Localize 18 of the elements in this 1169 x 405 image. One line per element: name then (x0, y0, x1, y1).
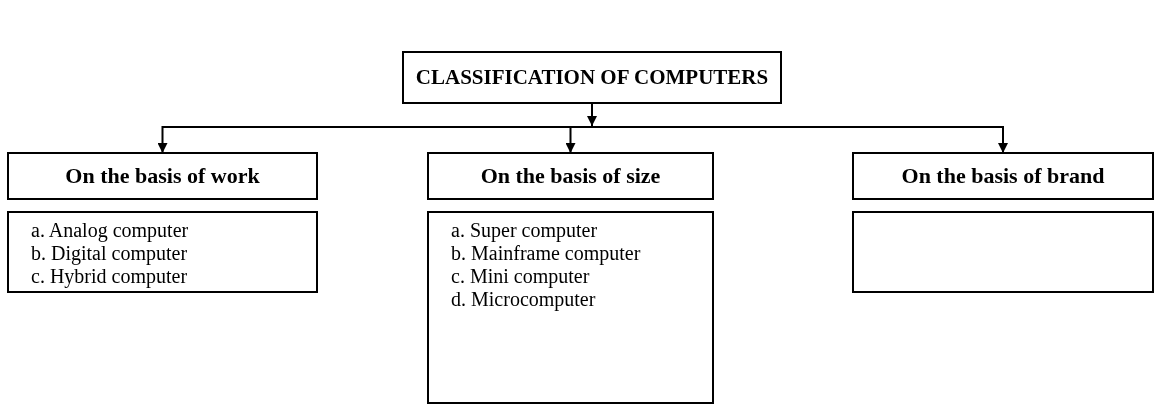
list-item: d. Microcomputer (451, 288, 597, 311)
category-heading: On the basis of work (65, 163, 260, 189)
list-item: c. Mini computer (451, 265, 591, 288)
category-box (852, 152, 1154, 200)
list-item: a. Super computer (451, 219, 599, 242)
list-item: c. Hybrid computer (31, 265, 189, 288)
list-item: a. Analog computer (31, 219, 190, 242)
list-item: b. Digital computer (31, 242, 189, 265)
title-text: CLASSIFICATION OF COMPUTERS (415, 65, 769, 90)
category-heading: On the basis of size (480, 163, 661, 189)
list-box (7, 211, 318, 293)
category-box (427, 152, 714, 200)
title-box (402, 51, 782, 104)
list-item: b. Mainframe computer (451, 242, 642, 265)
list-box (427, 211, 714, 404)
category-box (7, 152, 318, 200)
empty-box (852, 211, 1154, 293)
category-heading: On the basis of brand (901, 163, 1105, 189)
